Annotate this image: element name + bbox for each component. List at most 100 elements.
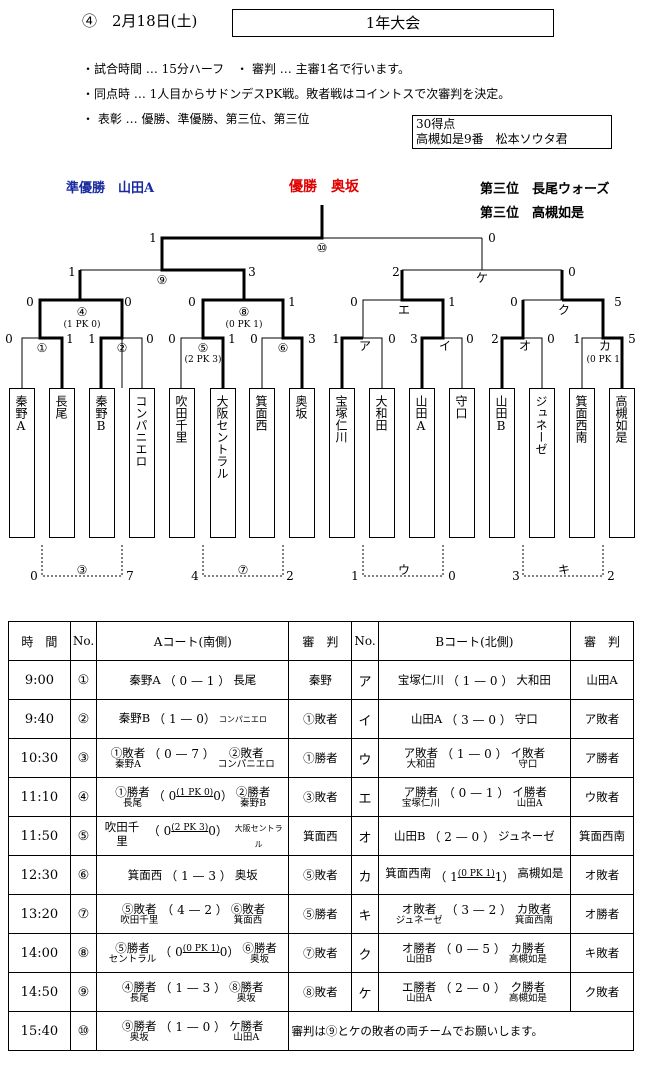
a-score: （ 1 — 0 ）: [160, 1019, 227, 1034]
court-b-match: オ敗者ジュネーゼ（ 3 — 2 ）カ敗者箕面西南: [377, 894, 572, 934]
b-team1-name: ア敗者: [403, 746, 439, 760]
r3-score-2: 2: [392, 265, 400, 279]
r2-pk-note-1: (0 PK 1): [226, 319, 263, 330]
referee-a: ①勝者: [288, 738, 353, 778]
team-box: 山田A: [409, 388, 435, 538]
cons-mark-3: キ: [558, 563, 570, 577]
b-team2-team: 高槻如是: [508, 993, 547, 1004]
r2-score-0: 0: [26, 295, 34, 309]
b-team2: 大和田: [516, 673, 551, 687]
a-team1: ⑤敗者吹田千里: [120, 902, 158, 926]
top-scorer-box: 30得点 高槻如是9番 松本ソウタ君: [412, 115, 612, 149]
referee-b: ア敗者: [570, 699, 634, 739]
referee-a: 秦野: [288, 660, 353, 700]
b-team1: 山田A: [411, 712, 442, 726]
cons-mark-2: ウ: [398, 563, 410, 577]
a-score: （ 1 — 3 ）: [160, 980, 227, 995]
court-b-match: 山田A（ 3 — 0 ）守口: [377, 699, 572, 739]
b-team2-team: 高槻如是: [508, 954, 547, 965]
b-team1-name: 宝塚仁川: [397, 672, 444, 687]
b-team2-team: 守口: [518, 759, 538, 770]
court-a-match: ①敗者秦野A（ 0 — 7 ）②敗者コンパニエロ: [96, 738, 290, 778]
b-team1-team: 大和田: [406, 759, 436, 770]
b-score: （ 0 — 5 ）: [439, 941, 506, 956]
referee-b: 山田A: [570, 660, 634, 700]
court-b-match: 山田B（ 2 — 0 ）ジュネーゼ: [377, 816, 572, 856]
referee-b: オ勝者: [570, 894, 634, 934]
r2-score-5: 1: [448, 295, 456, 309]
r3-mark-1: ケ: [476, 271, 488, 285]
a-team1-name: 吹田千里: [104, 820, 140, 848]
referee-a: ③敗者: [288, 777, 353, 817]
b-team2: 高槻如是: [517, 866, 563, 880]
final-mark: ⑩: [317, 241, 328, 255]
b-score: （ 1(0 PK 1)1）: [434, 866, 514, 884]
b-score-main: （ 0 — 1 ）: [442, 786, 510, 800]
match-no-b: ケ: [351, 972, 379, 1012]
b-score: （ 0 — 1 ）: [443, 785, 510, 800]
b-team1: 箕面西南: [385, 866, 431, 880]
b-team2-name: 守口: [514, 711, 538, 726]
team-box: 宝塚仁川: [329, 388, 355, 538]
r1-score-0: 0: [5, 332, 13, 346]
r3-score-0: 1: [68, 265, 76, 279]
r1-score-3: 0: [146, 332, 154, 346]
court-a-match: ①勝者長尾（ 0(1 PK 0)0）②勝者秦野B: [96, 777, 290, 817]
team-box: 高槻如是: [609, 388, 635, 538]
a-team1-team: 長尾: [122, 798, 142, 809]
r1-score-4: 0: [168, 332, 176, 346]
cons-right-2: 0: [448, 569, 456, 583]
team-box: 吹田千里: [169, 388, 195, 538]
rule-line-1: ・試合時間 … 15分ハーフ ・ 審判 … 主審1名で行います。: [82, 62, 411, 76]
b-team2: 守口: [515, 712, 538, 726]
a-score-main: （ 1 — 0）: [153, 712, 216, 726]
b-score-main: （ 1 — 0 ）: [441, 747, 508, 761]
a-team1-name: ①敗者: [110, 746, 146, 760]
cons-left-2: 1: [351, 569, 359, 583]
a-team2: ケ勝者山田A: [229, 1019, 264, 1043]
match-no-b: ア: [351, 660, 379, 700]
court-b-match: エ勝者山田A（ 2 — 0 ）ク勝者高槻如是: [377, 972, 572, 1012]
b-team2-name: 高槻如是: [517, 866, 564, 880]
final-score-0: 1: [149, 231, 157, 245]
b-team1: ア勝者宝塚仁川: [402, 785, 440, 809]
date-heading: ④ 2月18日(土): [82, 12, 198, 30]
r1-mark-3: ⑥: [278, 341, 289, 355]
a-team1-team: 長尾: [129, 993, 149, 1004]
match-no-b: ク: [351, 933, 379, 973]
a-score-end: 0）: [219, 945, 240, 959]
b-team1: オ勝者山田B: [402, 941, 437, 965]
tournament-bracket: 0 1 1 0 0 1 0 3 1 0 3 0 2 0 1 5 ① ② ⑤ ⑥ …: [5, 205, 636, 583]
b-team1: オ敗者ジュネーゼ: [396, 902, 443, 926]
a-team1-name: ①勝者: [115, 785, 150, 799]
referee-a: ⑤勝者: [288, 894, 353, 934]
a-team1: 箕面西: [128, 868, 163, 882]
team-box: コンパニエロ: [129, 388, 155, 538]
a-team2-team: コンパニエロ: [217, 759, 275, 770]
col-ref-a: 審 判: [288, 621, 353, 661]
a-team2: ⑧勝者奥坂: [229, 980, 264, 1004]
match-no-a: ⑩: [69, 1011, 98, 1051]
a-pk-score: (0 PK 1): [182, 944, 220, 954]
r2-mark-3: ク: [558, 303, 570, 317]
a-team1-team: 秦野A: [115, 759, 141, 770]
a-team2-name: コンパニエロ: [218, 715, 267, 724]
a-score: （ 1 — 3 ）: [165, 868, 232, 883]
a-team1-team: セントラル: [108, 954, 157, 965]
referee-b: ク敗者: [570, 972, 634, 1012]
r1-score-1: 1: [66, 332, 74, 346]
court-b-match: 箕面西南（ 1(0 PK 1)1）高槻如是: [377, 855, 572, 895]
b-team1-name: 箕面西南: [385, 866, 432, 880]
a-score-main: （ 0 — 7 ）: [148, 747, 215, 761]
a-score-main: （ 1 — 3 ）: [165, 868, 232, 883]
r1-mark-2: ⑤: [198, 341, 209, 355]
b-team1-name: 山田B: [394, 828, 426, 843]
r2-pk-note-0: (1 PK 0): [64, 319, 101, 330]
col-no-b: No.: [351, 621, 379, 661]
match-time: 11:50: [8, 816, 71, 856]
